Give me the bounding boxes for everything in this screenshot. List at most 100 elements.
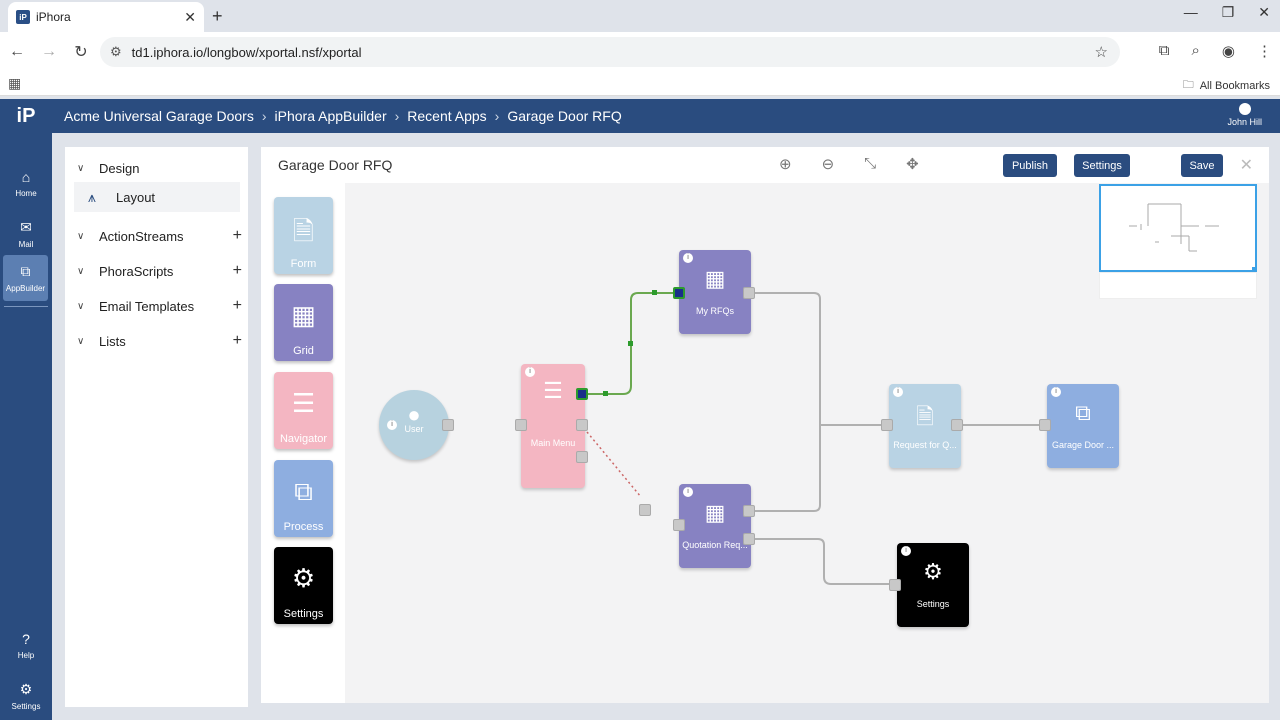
panel-layout[interactable]: ⩚ Layout <box>74 182 240 212</box>
rail-help[interactable]: ? Help <box>0 623 52 669</box>
bookmark-star-icon[interactable]: ☆ <box>1094 44 1108 61</box>
reload-icon[interactable]: ↻ <box>74 44 88 61</box>
node-port[interactable] <box>951 419 963 431</box>
menu-icon[interactable]: ⋮ <box>1257 43 1272 60</box>
info-icon[interactable]: i <box>387 420 397 430</box>
profile-icon[interactable]: ◉ <box>1221 43 1235 60</box>
node-main-menu[interactable]: i ☰ Main Menu <box>521 364 585 488</box>
node-port[interactable] <box>576 419 588 431</box>
panel-email-templates[interactable]: ∨ Email Templates + <box>77 291 242 321</box>
info-icon[interactable]: i <box>683 487 693 497</box>
back-icon[interactable]: ← <box>9 43 25 60</box>
node-port[interactable] <box>743 287 755 299</box>
node-port[interactable] <box>1039 419 1051 431</box>
grid-icon: ▦ <box>291 300 316 330</box>
panel-phorascripts[interactable]: ∨ PhoraScripts + <box>77 256 242 286</box>
user-menu[interactable]: John Hill <box>1227 103 1262 127</box>
breadcrumb-item[interactable]: Acme Universal Garage Doors <box>64 108 254 124</box>
app-header: iP Acme Universal Garage Doors › iPhora … <box>0 99 1280 133</box>
browser-tab[interactable]: iP iPhora ✕ <box>8 2 204 32</box>
add-actionstream-icon[interactable]: + <box>232 227 242 244</box>
node-garage-door[interactable]: i ⧉ Garage Door ... <box>1047 384 1119 468</box>
add-phorascript-icon[interactable]: + <box>232 262 242 279</box>
node-quotation[interactable]: i ▦ Quotation Req... <box>679 484 751 568</box>
palette-navigator[interactable]: ☰ Navigator <box>274 372 333 449</box>
palette-navigator-label: Navigator <box>279 433 328 445</box>
node-settings[interactable]: i ⚙ Settings <box>897 543 969 627</box>
panel-lists[interactable]: ∨ Lists + <box>77 326 242 356</box>
canvas-toolbar: Garage Door RFQ ⊕ ⊖ ⤡ ✥ Publish Settings… <box>261 147 1269 183</box>
minimap[interactable] <box>1099 184 1257 272</box>
restore-icon[interactable]: ❐ <box>1221 4 1235 20</box>
palette-settings[interactable]: ⚙ Settings <box>274 547 333 624</box>
rail-help-label: Help <box>17 651 35 660</box>
info-icon[interactable]: i <box>683 253 693 263</box>
node-user[interactable]: i ● User <box>379 390 449 460</box>
minimize-icon[interactable]: — <box>1183 4 1198 20</box>
site-info-icon[interactable]: ⚙ <box>110 44 122 59</box>
user-icon <box>1238 103 1251 115</box>
node-port[interactable] <box>442 419 454 431</box>
navigator-icon: ☰ <box>291 388 316 418</box>
palette-process[interactable]: ⧉ Process <box>274 460 333 537</box>
zoom-controls: ⊕ ⊖ ⤡ ✥ <box>779 155 919 173</box>
extensions-icon[interactable]: ⧉ <box>1158 42 1170 59</box>
palette-form[interactable]: 🗎 Form <box>274 197 333 274</box>
node-port[interactable] <box>576 451 588 463</box>
rail-settings[interactable]: ⚙ Settings <box>0 673 52 719</box>
info-icon[interactable]: i <box>901 546 911 556</box>
info-icon[interactable]: i <box>525 367 535 377</box>
info-icon[interactable]: i <box>1051 387 1061 397</box>
breadcrumb-item[interactable]: iPhora AppBuilder <box>274 108 387 124</box>
dragged-port[interactable] <box>639 504 651 516</box>
close-tab-icon[interactable]: ✕ <box>184 8 196 25</box>
node-port[interactable] <box>673 519 685 531</box>
iphora-logo[interactable]: iP <box>16 104 36 127</box>
breadcrumb-item[interactable]: Recent Apps <box>407 108 487 124</box>
add-email-template-icon[interactable]: + <box>232 297 242 314</box>
node-settings-label: Settings <box>916 599 950 609</box>
layout-icon: ⩚ <box>88 188 96 205</box>
apps-grid-icon[interactable]: ▦ <box>8 75 22 91</box>
form-icon: 🗎 <box>916 404 934 429</box>
rail-mail[interactable]: ✉ Mail <box>0 211 52 257</box>
zoom-out-icon[interactable]: ⊖ <box>821 156 835 173</box>
info-icon[interactable]: i <box>893 387 903 397</box>
mail-icon: ✉ <box>20 219 32 235</box>
link-quotation-settings <box>749 538 893 585</box>
fit-icon[interactable]: ⤡ <box>864 155 877 172</box>
node-port-selected[interactable] <box>576 388 588 400</box>
pan-icon[interactable]: ✥ <box>906 156 919 173</box>
node-port[interactable] <box>889 579 901 591</box>
node-port[interactable] <box>881 419 893 431</box>
connections-layer <box>584 290 1043 585</box>
new-tab-icon[interactable]: + <box>212 6 223 26</box>
node-port-selected[interactable] <box>673 287 685 299</box>
panel-lists-label: Lists <box>99 333 126 349</box>
node-port[interactable] <box>515 419 527 431</box>
node-request[interactable]: i 🗎 Request for Q... <box>889 384 961 468</box>
search-tabs-icon[interactable]: ⌕ <box>1191 42 1200 59</box>
rail-appbuilder[interactable]: ⧉ AppBuilder <box>3 255 48 301</box>
rail-settings-label: Settings <box>11 702 41 711</box>
node-my-rfqs[interactable]: i ▦ My RFQs <box>679 250 751 334</box>
add-list-icon[interactable]: + <box>232 332 242 349</box>
publish-button[interactable]: Publish <box>1003 154 1057 177</box>
breadcrumb: Acme Universal Garage Doors › iPhora App… <box>64 108 622 124</box>
panel-actionstreams[interactable]: ∨ ActionStreams + <box>77 221 242 251</box>
address-bar[interactable]: ⚙ td1.iphora.io/longbow/xportal.nsf/xpor… <box>100 37 1120 67</box>
minimap-preview <box>1129 203 1257 272</box>
breadcrumb-item[interactable]: Garage Door RFQ <box>507 108 622 124</box>
zoom-in-icon[interactable]: ⊕ <box>779 156 792 173</box>
node-port[interactable] <box>743 533 755 545</box>
save-button[interactable]: Save <box>1181 154 1223 177</box>
node-port[interactable] <box>743 505 755 517</box>
settings-button[interactable]: Settings <box>1074 154 1130 177</box>
rail-home[interactable]: ⌂ Home <box>0 161 52 207</box>
panel-design[interactable]: ∨ Design <box>77 153 242 183</box>
forward-icon[interactable]: → <box>41 43 57 60</box>
palette-grid[interactable]: ▦ Grid <box>274 284 333 361</box>
close-window-icon[interactable]: ✕ <box>1258 4 1270 20</box>
close-icon[interactable]: ✕ <box>1239 157 1253 174</box>
all-bookmarks[interactable]: 🗀 All Bookmarks <box>1183 76 1270 95</box>
